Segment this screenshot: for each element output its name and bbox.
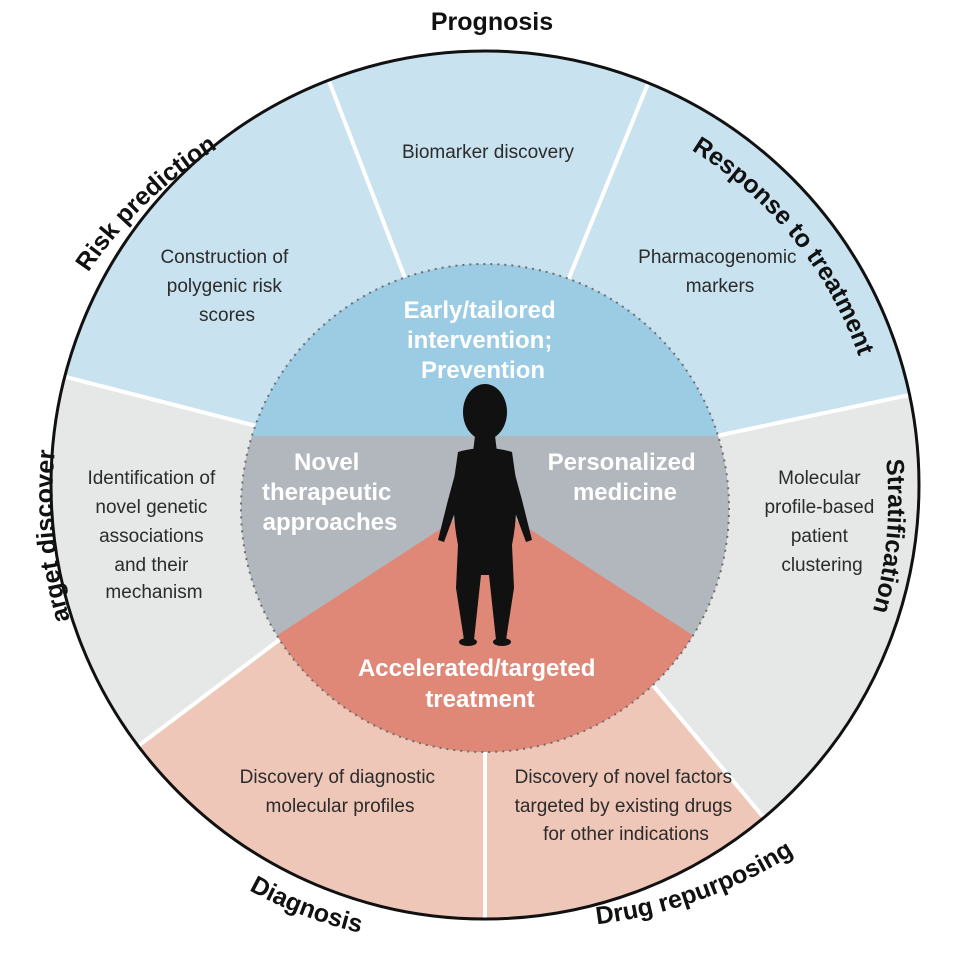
segment-text-risk-prediction: Construction of polygenic risk scores	[160, 247, 293, 326]
center-text-top: Early/tailored intervention; Prevention	[404, 297, 563, 384]
inner-circle	[241, 264, 729, 752]
human-silhouette-icon	[438, 384, 532, 646]
inner-circle-dotted-outline	[240, 263, 730, 753]
segment-text-response: Pharmacogenomic markers	[638, 247, 802, 297]
center-text-left: Novel therapeutic approaches	[262, 449, 398, 536]
segment-text-diagnosis: Discovery of diagnostic molecular profil…	[240, 767, 441, 817]
segment-text-drug-repurposing: Discovery of novel factors targeted by e…	[515, 767, 738, 845]
segment-text-target-discovery: Identification of novel genetic associat…	[87, 468, 220, 603]
outer-circle-outline	[49, 49, 921, 921]
inner-region-salmon	[270, 500, 700, 752]
center-text-bottom: Accelerated/targeted treatment	[358, 655, 602, 713]
segment-text-prognosis: Biomarker discovery	[402, 142, 575, 163]
segment-text-stratification: Molecular profile-based patient clusteri…	[764, 468, 879, 576]
outer-label-prognosis: Prognosis	[431, 8, 553, 36]
center-text-right: Personalized medicine	[548, 449, 703, 506]
segment-prognosis	[290, 51, 690, 485]
